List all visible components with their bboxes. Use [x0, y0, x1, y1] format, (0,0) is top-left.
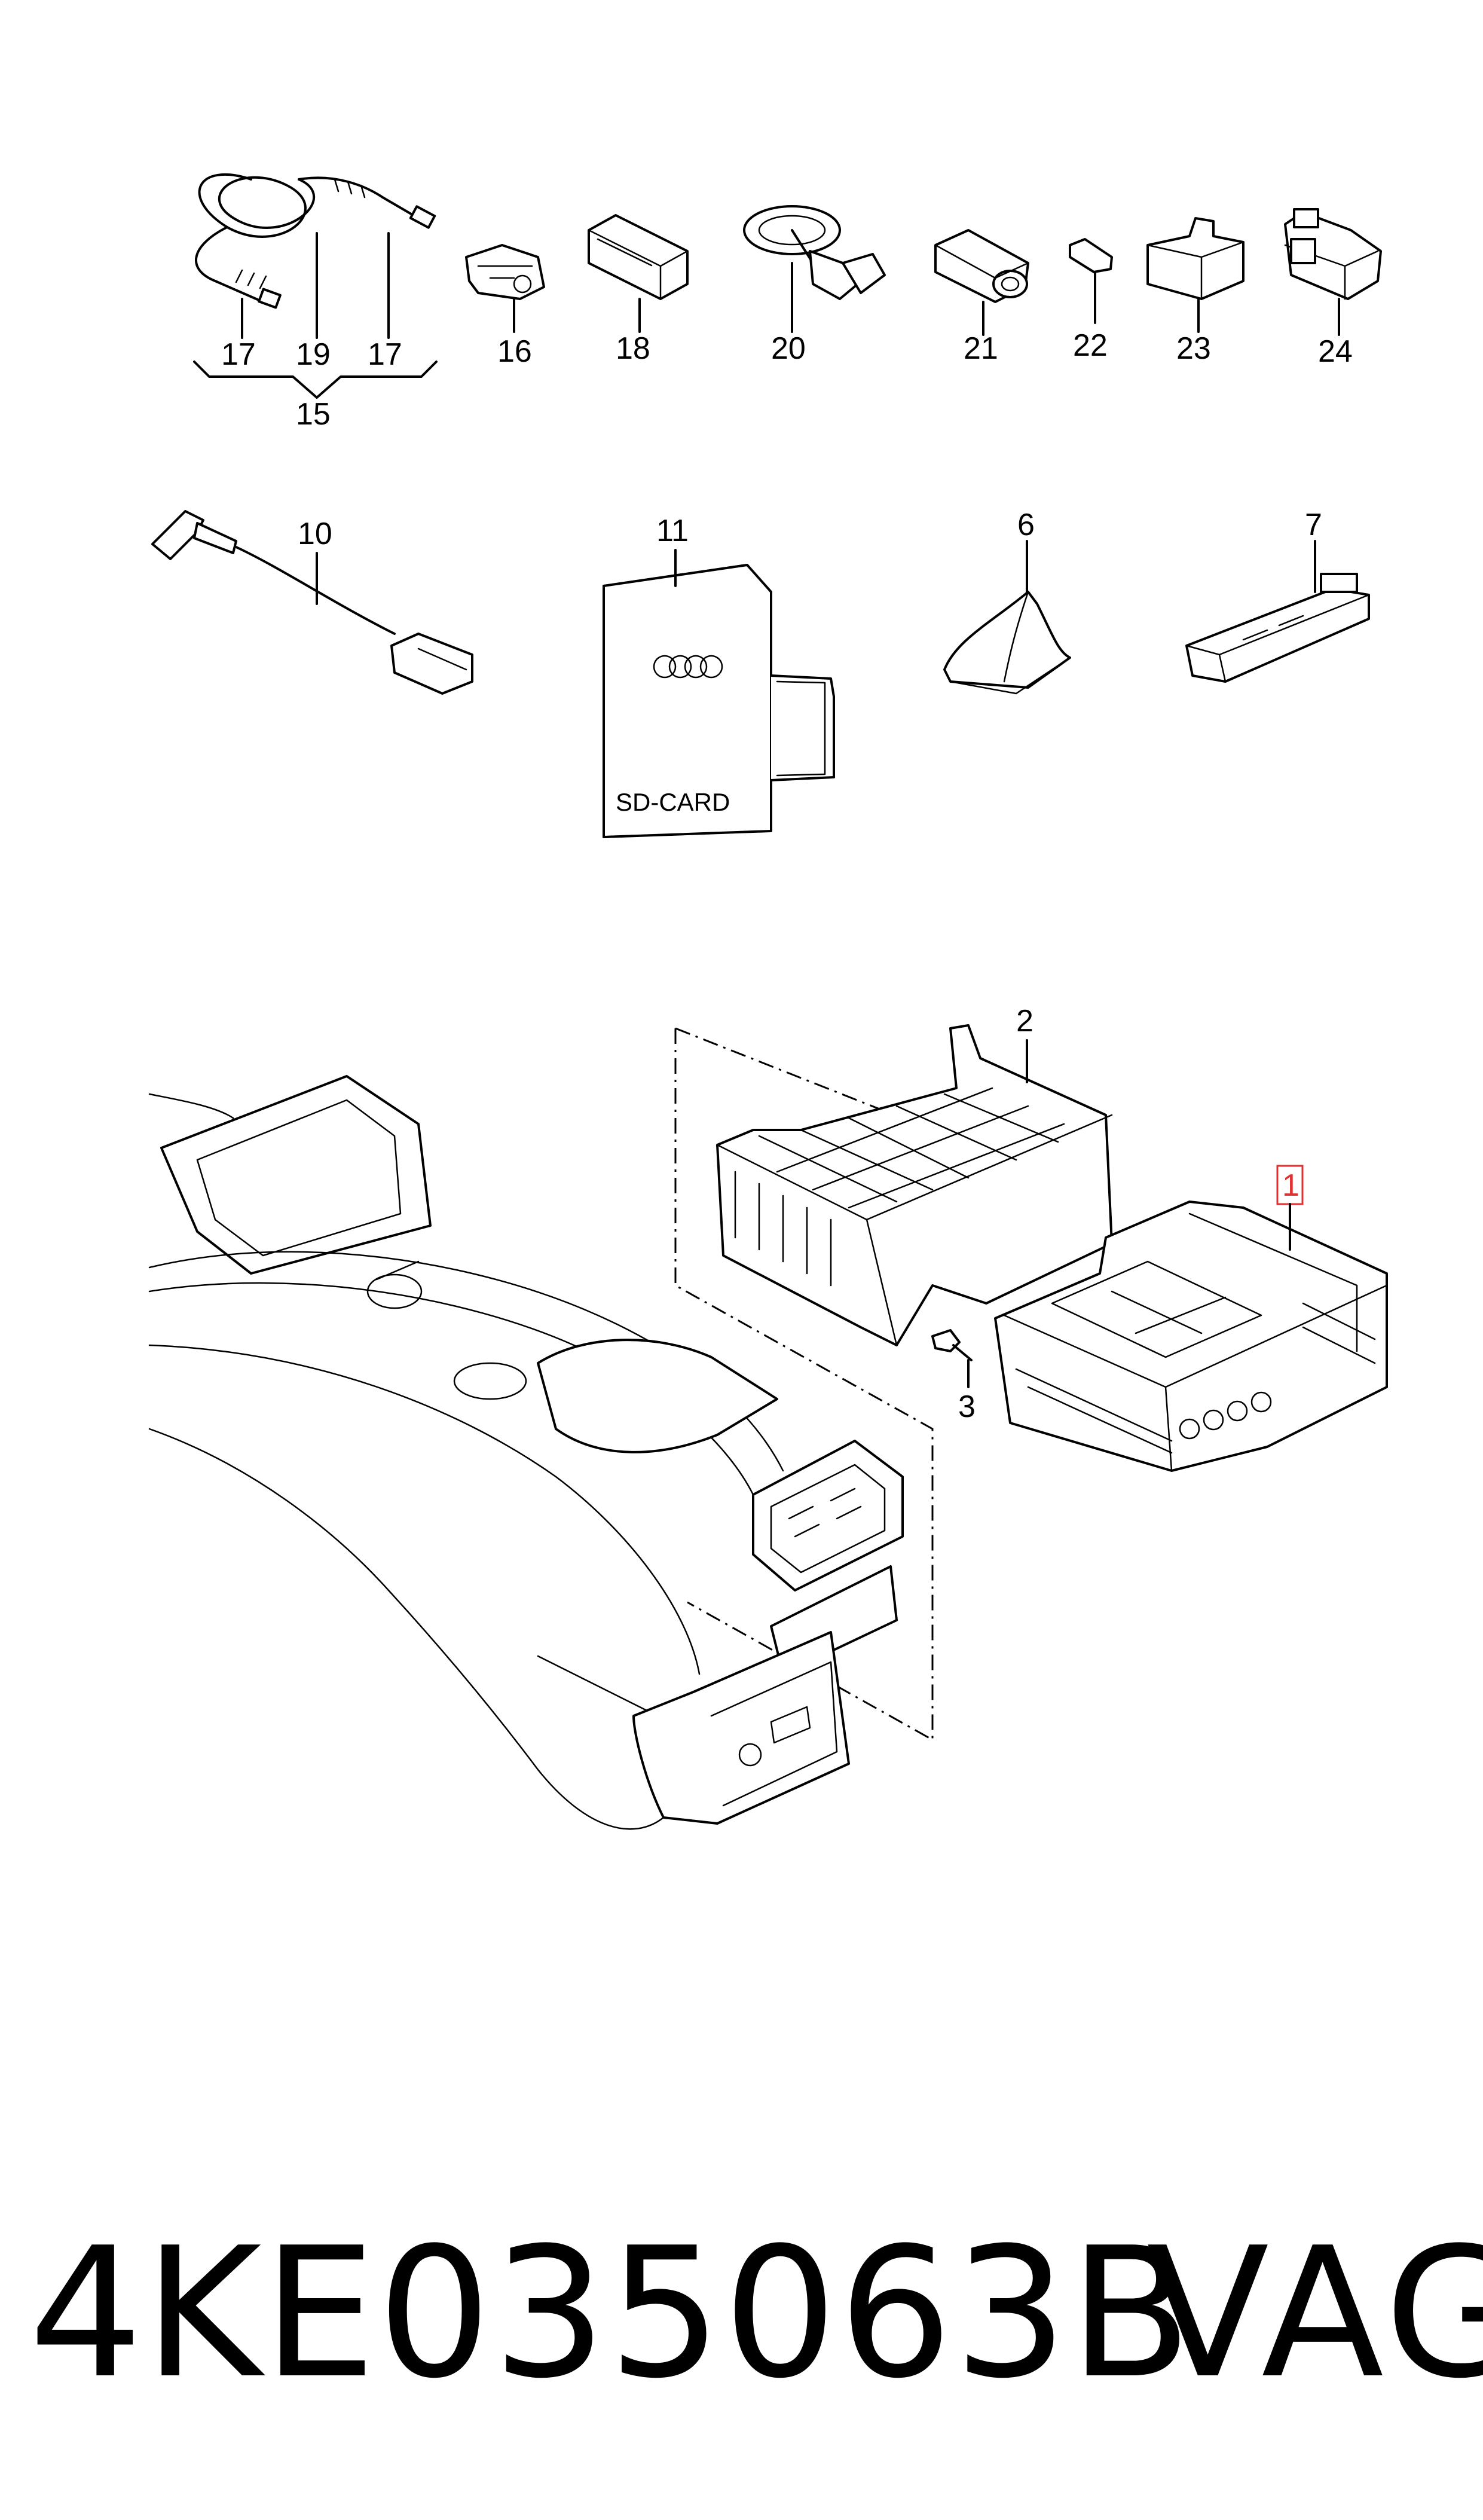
sd-card-label: SD-CARD: [616, 788, 730, 816]
sd-card-11: SD-CARD: [603, 564, 835, 838]
group-bracket-15: [193, 361, 438, 399]
callout-11: 11: [656, 514, 689, 548]
connector-20: [743, 205, 886, 300]
part-number: 4KE035063B: [29, 2209, 1194, 2418]
center-console: [148, 1075, 904, 1830]
brand-name: VAG: [1146, 2209, 1483, 2418]
callout-17b: 17: [368, 337, 402, 372]
coiled-antenna-cable: [195, 173, 436, 309]
connector-22: [1069, 238, 1113, 273]
callout-1: 1: [1282, 1168, 1299, 1203]
connector-24: [1284, 208, 1382, 300]
callout-18: 18: [616, 331, 650, 366]
footer: 4KE035063B VAG: [29, 2209, 1483, 2418]
callout-24: 24: [1318, 334, 1353, 369]
control-unit-1: [994, 1201, 1388, 1472]
connector-18: [588, 214, 689, 300]
callout-7: 7: [1305, 508, 1322, 542]
callout-2: 2: [1016, 1004, 1033, 1038]
antenna-cable-10: [151, 510, 473, 695]
callout-15: 15: [296, 397, 331, 432]
shark-fin-antenna-6: [943, 591, 1071, 695]
callout-17a: 17: [221, 337, 256, 372]
bolt-3: [931, 1329, 973, 1361]
callout-19: 19: [296, 337, 331, 372]
mounting-bracket-2: [716, 1024, 1113, 1346]
callout-22: 22: [1073, 328, 1108, 363]
audi-rings-logo: [653, 655, 723, 679]
callout-20: 20: [771, 331, 806, 366]
callout-16: 16: [497, 334, 532, 369]
callout-6: 6: [1017, 508, 1035, 542]
connector-16: [465, 244, 545, 300]
exploded-view-box: [674, 1027, 934, 1742]
connector-23: [1146, 217, 1245, 300]
callout-23: 23: [1176, 331, 1211, 366]
connector-21: [934, 229, 1029, 303]
callout-3: 3: [958, 1389, 976, 1424]
callout-21: 21: [964, 331, 998, 366]
antenna-amplifier-7: [1185, 573, 1370, 683]
callout-10: 10: [298, 517, 332, 551]
callout-labels: 17 19 17 15 16 18 20 21 22 23 24 10 11 6…: [221, 328, 1353, 1424]
